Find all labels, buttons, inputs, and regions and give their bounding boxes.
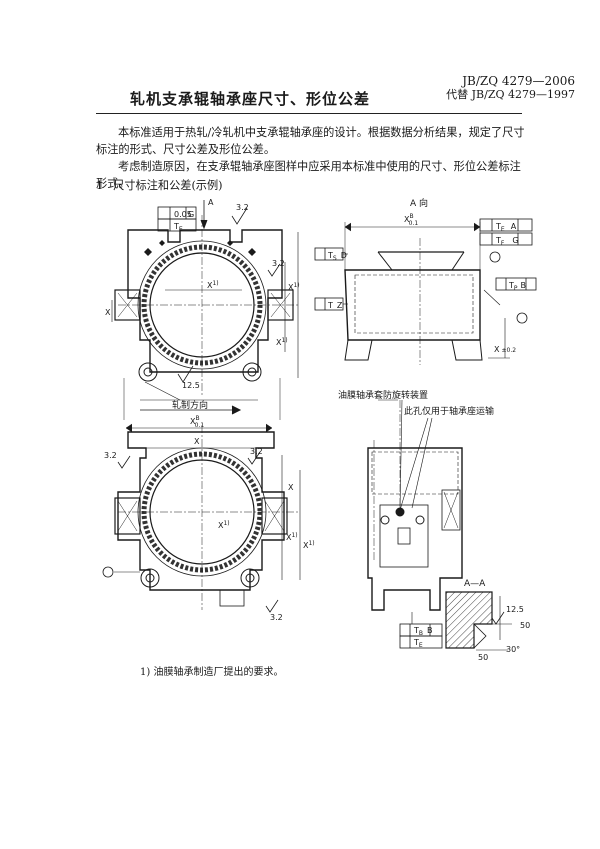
dim-x1-vertical: X1) [288, 282, 300, 292]
section-heading: 1 尺寸标注和公差(示例) [96, 177, 223, 193]
standard-code: JB/ZQ 4279—2006 [462, 74, 575, 88]
roughness-32-right-lower: 3.2 [250, 447, 263, 456]
callout-oil-film-device: 油膜轴承套防旋转装置 [338, 389, 428, 401]
roughness-32-left-lower: 3.2 [104, 451, 117, 460]
dim-x1-right-lower: X1) [286, 532, 298, 542]
dim-50-bottom: 50 [478, 653, 488, 662]
standard-block: JB/ZQ 4279—2006 代替 JB/ZQ 4279—1997 [400, 74, 575, 102]
section-title: 尺寸标注和公差(示例) [113, 179, 223, 192]
dim-x-right-lower: X [288, 483, 294, 492]
footnote: 1) 油膜轴承制造厂提出的要求。 [140, 667, 284, 678]
dim-x-pm02: X±0.2 [494, 345, 516, 354]
dim-x1-far-right-lower: X1) [303, 540, 315, 550]
roughness-32-top: 3.2 [236, 203, 249, 212]
tol-te-label: TE [173, 222, 183, 233]
side-view-a [314, 218, 537, 365]
dim-x-left-top: X [105, 308, 111, 317]
angle-30: 30° [506, 645, 520, 654]
document-title: 轧机支承辊轴承座尺寸、形位公差 [130, 90, 371, 108]
dim-x1-vertical-2: X1) [276, 337, 288, 347]
paragraph-manufacturing: 考虑制造原因，在支承辊轴承座图样中应采用本标准中使用的尺寸、形位公差标注形式。 [96, 160, 521, 190]
tol-te-frame-lower: TE [413, 638, 423, 649]
dim-x1-horizontal: X1) [207, 280, 219, 290]
section-aa-label: A—A [464, 579, 486, 589]
tol-value-005: 0.05 [174, 210, 192, 219]
section-number: 1 [96, 179, 104, 192]
dim-50-right: 50 [520, 621, 530, 630]
section-aa [445, 591, 512, 651]
dim-x-lower: X [194, 437, 200, 446]
side-view-bottom [367, 399, 463, 649]
front-view-top [111, 200, 300, 420]
replaces-standard: 代替 JB/ZQ 4279—1997 [446, 88, 575, 101]
paragraph-scope: 本标准适用于热轧/冷轧机中支承辊轴承座的设计。根据数据分析结果，规定了尺寸标注的… [96, 126, 525, 156]
datum-g-label: G [188, 210, 194, 219]
roughness-32-side: 3.2 [272, 259, 285, 268]
roughness-125-section: 12.5 [506, 605, 524, 614]
roughness-125: 12.5 [182, 381, 200, 390]
rolling-direction-label: 轧制方向 [172, 399, 208, 411]
view-a-label: A 向 [410, 197, 428, 209]
callout-transport-hole: 此孔仅用于轴承座运输 [404, 405, 494, 417]
dim-x1-lower-bore: X1) [218, 520, 230, 530]
roughness-32-bottom: 3.2 [270, 613, 283, 622]
title-rule [96, 113, 522, 114]
front-view-bottom [102, 423, 301, 613]
datum-a-label: A [208, 198, 214, 207]
